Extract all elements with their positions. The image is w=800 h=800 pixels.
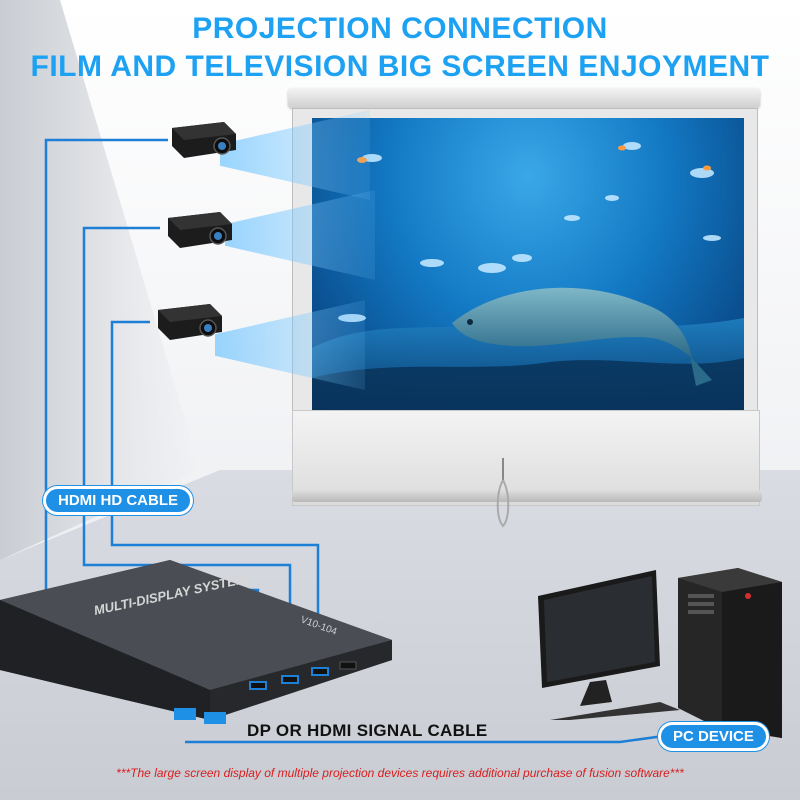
hdmi-cable-label: HDMI HD CABLE <box>43 486 193 515</box>
hdmi-port-4 <box>339 661 357 670</box>
projector-icon <box>168 212 232 248</box>
keyboard-icon <box>550 702 680 720</box>
signal-cable-label: DP OR HDMI SIGNAL CABLE <box>247 721 488 740</box>
hdmi-port-2 <box>281 675 299 684</box>
underwater-scene <box>312 142 744 410</box>
screen-image-underwater <box>312 118 744 410</box>
dp-port-1 <box>174 708 196 720</box>
dp-port-2 <box>204 712 226 724</box>
screen-pull-cord-icon <box>496 458 510 528</box>
pc-device-label: PC DEVICE <box>658 722 769 751</box>
projector-icon <box>158 304 222 340</box>
footnote-disclaimer: ***The large screen display of multiple … <box>116 766 684 780</box>
pc-tower-icon <box>678 568 782 738</box>
hdmi-port-1 <box>249 681 267 690</box>
screen-roller-bar <box>288 88 760 108</box>
hdmi-port-3 <box>311 667 329 676</box>
headline-line-2: FILM AND TELEVISION BIG SCREEN ENJOYMENT <box>30 50 770 83</box>
screen-bottom-bar <box>292 490 762 502</box>
headline-line-1: PROJECTION CONNECTION <box>192 12 608 45</box>
monitor-icon <box>538 570 680 720</box>
video-wall-box-icon: MULTI-DISPLAY SYSTEM V10-104 <box>0 560 392 724</box>
fish-icon <box>452 287 712 386</box>
projector-icon <box>172 122 236 158</box>
